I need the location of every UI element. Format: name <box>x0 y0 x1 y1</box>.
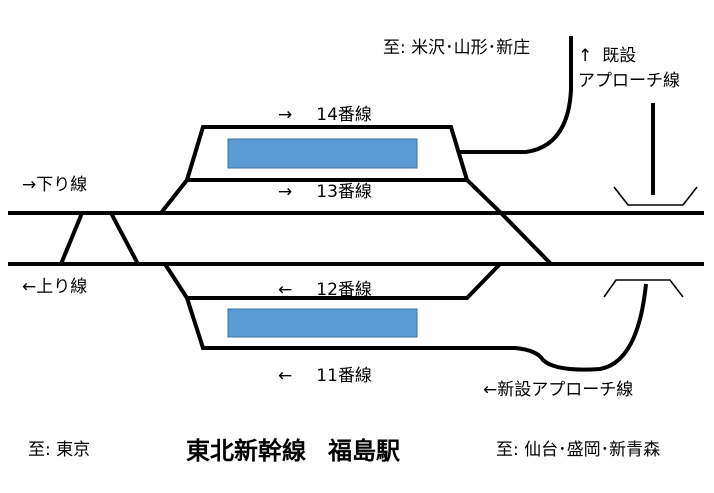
new-approach-bracket <box>603 279 684 298</box>
diagram-title: 東北新幹線 福島駅 <box>186 436 400 466</box>
left-arrow-icon: ← <box>278 280 293 300</box>
new-approach-line <box>457 283 648 372</box>
left-arrow-icon: ← <box>278 366 293 386</box>
station-name: 福島駅 <box>328 437 400 465</box>
track-14-text: 14番線 <box>316 105 372 125</box>
track-14-label: → 14番線 <box>278 105 372 125</box>
track-11 <box>185 297 457 350</box>
existing-approach-line <box>459 36 573 154</box>
down-line-label: → 下り線 <box>22 175 87 195</box>
track-12 <box>163 262 502 300</box>
track-12-text: 12番線 <box>316 280 372 300</box>
right-arrow-icon: → <box>278 182 293 202</box>
existing-approach-header: ↑ 既設 <box>578 45 636 67</box>
track-11-text: 11番線 <box>316 366 372 386</box>
new-approach-text: 新設アプローチ線 <box>497 380 634 400</box>
track-13 <box>159 178 553 266</box>
up-line-text: 上り線 <box>36 277 88 297</box>
right-arrow-icon: → <box>22 175 37 195</box>
platform-11-12 <box>227 308 418 338</box>
new-approach-label: ← 新設アプローチ線 <box>483 380 633 400</box>
track-11-label: ← 11番線 <box>278 366 372 386</box>
line-name: 東北新幹線 <box>186 437 306 465</box>
existing-approach-bracket <box>613 186 698 206</box>
existing-approach-label-line2: アプローチ線 <box>578 71 680 91</box>
up-arrow-icon: ↑ <box>578 46 593 66</box>
track-13-label: → 13番線 <box>278 182 372 202</box>
crossover-left-a <box>59 212 84 265</box>
track-12-label: ← 12番線 <box>278 280 372 300</box>
right-arrow-icon: → <box>278 105 293 125</box>
to-sendai-label: 至: 仙台･盛岡･新青森 <box>496 440 661 460</box>
down-line-text: 下り線 <box>36 175 88 195</box>
existing-approach-label-line1: 既設 <box>602 46 637 66</box>
platform-13-14 <box>227 138 418 169</box>
to-tokyo-label: 至: 東京 <box>28 440 91 460</box>
up-line-label: ← 上り線 <box>22 277 87 297</box>
left-arrow-icon: ← <box>483 380 498 400</box>
track-13-text: 13番線 <box>316 182 372 202</box>
left-arrow-icon: ← <box>22 277 37 297</box>
crossover-left-b <box>109 212 140 265</box>
to-yamagata-label: 至: 米沢･山形･新庄 <box>383 38 531 58</box>
